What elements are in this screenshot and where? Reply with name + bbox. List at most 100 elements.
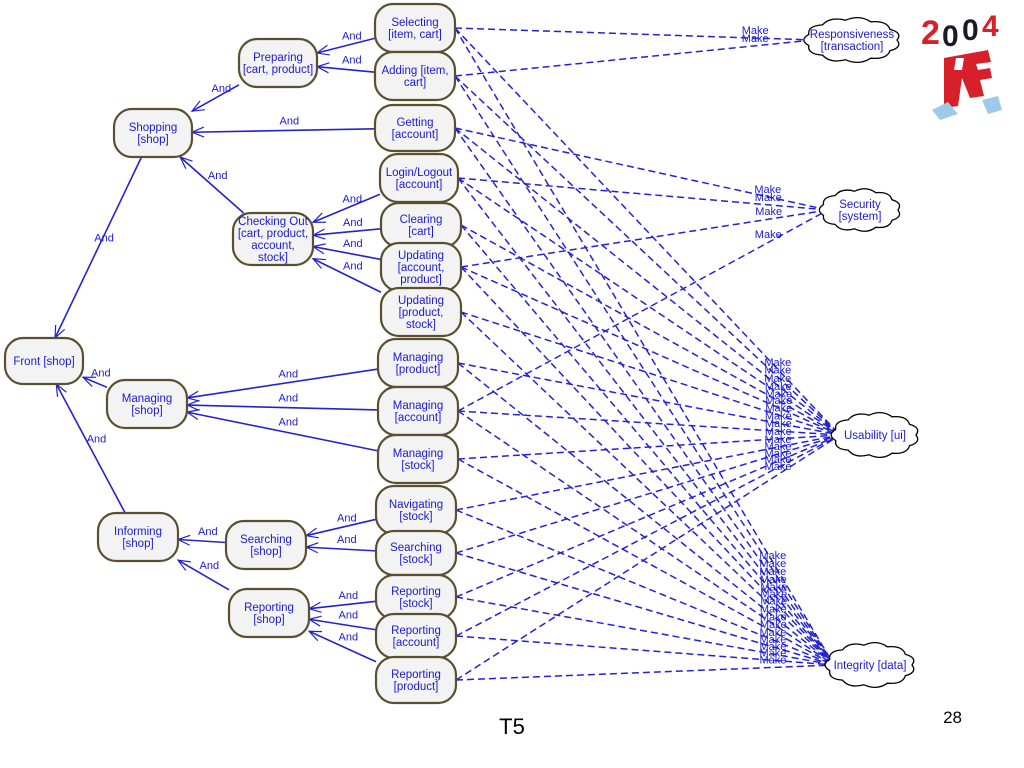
- goal-clearing[interactable]: Clearing[cart]: [379, 201, 463, 249]
- softgoal-resp[interactable]: Responsiveness[transaction]: [803, 17, 900, 63]
- goal-checking[interactable]: Checking Out[cart, product,account,stock…: [231, 211, 315, 267]
- and-link-label: And: [339, 610, 359, 622]
- goal-label-line: Checking Out: [238, 216, 308, 228]
- make-link-man-prod-to-integ: [457, 362, 835, 666]
- goal-informing[interactable]: Informing[shop]: [96, 511, 180, 563]
- goal-reporting[interactable]: Reporting[shop]: [227, 587, 311, 639]
- goal-selecting[interactable]: Selecting[item, cart]: [373, 2, 457, 54]
- softgoal-integ[interactable]: Integrity [data]: [824, 642, 915, 688]
- goal-label-line: [stock]: [399, 598, 432, 610]
- goal-label-line: Updating: [398, 295, 444, 307]
- make-link-label: Make: [760, 619, 787, 631]
- goal-label-line: Managing: [393, 448, 444, 460]
- and-link-line: [305, 518, 377, 537]
- make-link-label: Make: [759, 550, 786, 562]
- goal-label-line: Managing: [393, 352, 444, 364]
- and-link-line: [312, 245, 382, 261]
- and-link-label: And: [337, 513, 357, 525]
- slide-title: T5: [499, 714, 525, 739]
- and-link-label: And: [208, 170, 228, 182]
- goal-label-line: [product]: [396, 364, 441, 376]
- make-link-line: [455, 434, 841, 637]
- and-link-preparing-to-shopping: [190, 84, 240, 112]
- goal-managing[interactable]: Managing[shop]: [105, 378, 189, 430]
- goal-nav-stock[interactable]: Navigating[stock]: [374, 484, 458, 536]
- softgoal-sec[interactable]: Security[system]: [818, 188, 901, 232]
- make-link-line: [457, 177, 835, 666]
- goal-label-line: Reporting: [391, 586, 441, 598]
- make-link-label: Make: [755, 206, 782, 218]
- make-link-man-prod-to-usa: [457, 362, 841, 436]
- svg-text:2: 2: [921, 14, 940, 52]
- goal-shopping[interactable]: Shopping[shop]: [112, 107, 194, 159]
- goal-man-prod[interactable]: Managing[product]: [376, 337, 460, 389]
- goal-label-line: Getting: [396, 117, 433, 129]
- make-link-label: Make: [765, 441, 792, 453]
- and-link-rep-prod-to-reporting: [307, 630, 377, 663]
- goal-searching[interactable]: Searching[shop]: [224, 519, 308, 571]
- goal-getting[interactable]: Getting[account]: [373, 103, 457, 153]
- goal-label-line: [product,: [399, 307, 444, 319]
- make-link-line: [454, 27, 814, 41]
- goal-box: [224, 519, 308, 571]
- goal-label-line: Searching: [240, 534, 292, 546]
- goal-box: [376, 433, 460, 485]
- make-link-label: Make: [764, 357, 791, 369]
- make-link-label: Make: [765, 410, 792, 422]
- make-link-rep-prod-to-integ: [455, 664, 835, 681]
- goal-box: [96, 511, 180, 563]
- and-link-line: [186, 368, 379, 399]
- goal-label-line: [cart, product]: [243, 64, 313, 76]
- goal-upd-acc[interactable]: Updating[account,product]: [379, 241, 463, 293]
- and-link-line: [305, 546, 377, 552]
- goal-login[interactable]: Login/Logout[account]: [378, 152, 460, 204]
- goal-label-line: stock]: [258, 252, 288, 264]
- and-link-label: And: [198, 526, 218, 538]
- softgoal-usa[interactable]: Usability [ui]: [830, 412, 919, 458]
- goal-rep-prod[interactable]: Reporting[product]: [374, 655, 458, 705]
- make-link-line: [460, 266, 841, 436]
- make-link-label: Make: [742, 25, 769, 37]
- goal-label-line: Searching: [390, 542, 442, 554]
- goal-label-line: Reporting: [391, 669, 441, 681]
- make-link-label: Make: [760, 647, 787, 659]
- logo-year: 2 0 0 4: [921, 10, 999, 53]
- goal-adding[interactable]: Adding [item,cart]: [373, 50, 457, 102]
- link-labels: AndAndAndAndAndAndAndAndAndAndAndAndAndA…: [87, 25, 793, 666]
- goal-man-acc[interactable]: Managing[account]: [376, 385, 460, 437]
- make-link-label: Make: [765, 381, 792, 393]
- and-link-line: [312, 193, 381, 224]
- goal-label-line: [product]: [394, 681, 439, 693]
- softgoal-cloud: [803, 17, 900, 63]
- and-link-arrowhead: [190, 100, 205, 112]
- make-link-label: Make: [759, 558, 786, 570]
- goal-box: [374, 655, 458, 705]
- and-link-label: And: [342, 54, 362, 66]
- softgoal-label-line: Usability [ui]: [844, 430, 906, 442]
- and-link-line: [308, 618, 377, 631]
- svg-text:4: 4: [982, 10, 999, 43]
- and-link-arrowhead: [311, 258, 327, 269]
- make-link-line: [454, 75, 835, 666]
- goal-label-line: Preparing: [253, 52, 303, 64]
- goal-rep-stock[interactable]: Reporting[stock]: [374, 573, 458, 621]
- goal-label-line: [shop]: [137, 134, 168, 146]
- and-link-line: [179, 156, 245, 214]
- goal-rep-acc[interactable]: Reporting[account]: [374, 612, 458, 660]
- goal-front[interactable]: Front [shop]: [3, 336, 85, 386]
- goal-box: [112, 107, 194, 159]
- make-link-label: Make: [760, 634, 787, 646]
- make-link-line: [460, 224, 835, 666]
- and-link-label: And: [212, 83, 232, 95]
- and-link-reporting-to-informing: [176, 559, 230, 591]
- make-link-rep-stock-to-usa: [455, 434, 841, 598]
- make-link-line: [457, 458, 835, 666]
- goal-label-line: [account,: [398, 262, 445, 274]
- goal-man-stock[interactable]: Managing[stock]: [376, 433, 460, 485]
- goal-upd-prod[interactable]: Updating[product,stock]: [379, 286, 463, 338]
- goal-search-stock[interactable]: Searching[stock]: [374, 529, 458, 577]
- goal-label-line: Managing: [122, 393, 173, 405]
- and-link-login-to-checking: [311, 193, 381, 224]
- goal-preparing[interactable]: Preparing[cart, product]: [237, 37, 319, 89]
- and-link-label: And: [343, 193, 363, 205]
